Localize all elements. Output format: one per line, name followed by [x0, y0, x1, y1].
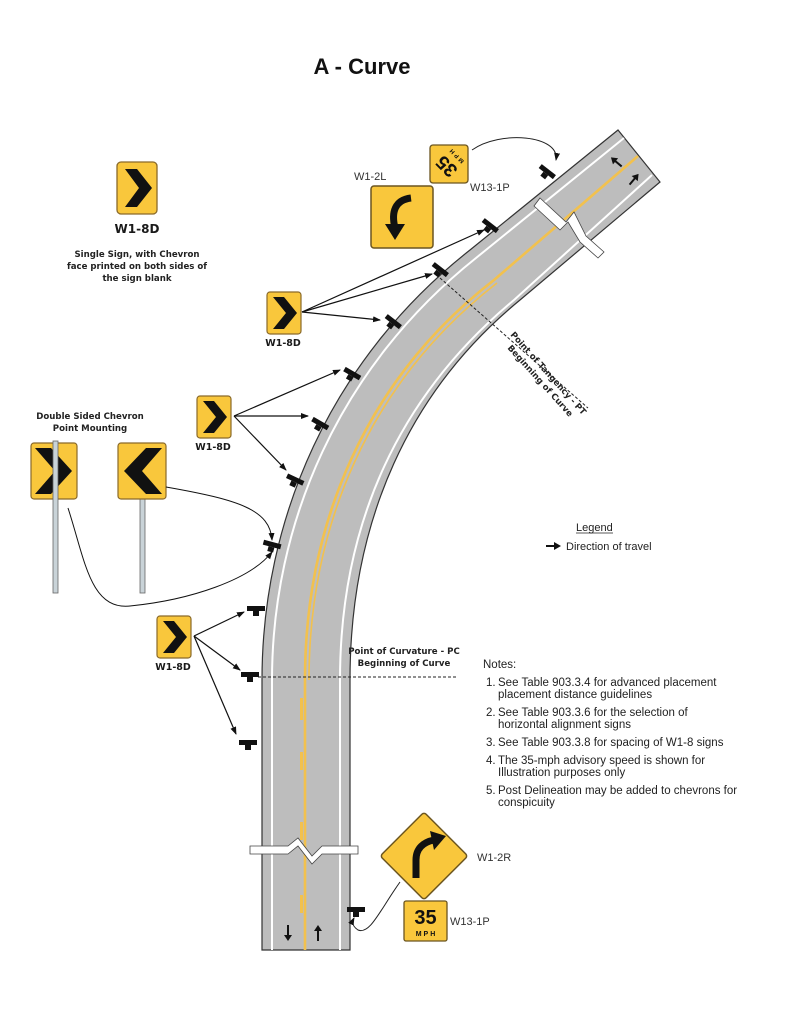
svg-text:3.: 3. [486, 737, 496, 749]
svg-text:Beginning of Curve: Beginning of Curve [505, 344, 575, 420]
w13-1p-bottom-label: W13-1P [450, 916, 490, 928]
svg-text:See Table 903.3.8 for spacing: See Table 903.3.8 for spacing of W1-8 si… [498, 737, 724, 749]
chevron-group2-code: W1-8D [195, 442, 231, 453]
road-break-top [533, 197, 605, 259]
svg-text:5.: 5. [486, 785, 496, 797]
chevron-desc-line2: face printed on both sides of [67, 262, 207, 272]
svg-text:See Table 903.3.6 for the sele: See Table 903.3.6 for the selection of [498, 707, 688, 719]
road-surface [261, 129, 661, 951]
arrow-down-icon [284, 925, 292, 941]
curve-left-arrow-icon [385, 194, 412, 240]
chevron-post [247, 606, 265, 616]
pt-dashed-line [439, 277, 589, 409]
centerline-inner [308, 282, 498, 681]
double-sided-sign-b [117, 442, 167, 594]
lane-line-right [339, 174, 653, 950]
arrow-upleft-icon [610, 157, 623, 168]
arrow-up-icon [314, 925, 322, 941]
chevron-desc-line3: the sign blank [102, 274, 171, 284]
w1-2r-sign [380, 812, 468, 900]
svg-text:Post Delineation may be added: Post Delineation may be added to chevron… [498, 785, 737, 797]
w1-2l-label: W1-2L [354, 171, 386, 183]
svg-text:MPH: MPH [416, 931, 438, 938]
notes-title: Notes: [483, 659, 516, 671]
sign-post-top [535, 164, 556, 184]
callout-bottom [348, 881, 401, 932]
svg-text:See Table 903.3.4 for advanced: See Table 903.3.4 for advanced placement [498, 677, 717, 689]
arrow-right-icon [546, 542, 561, 550]
svg-text:conspicuity: conspicuity [498, 797, 555, 809]
lane-line-left [271, 137, 625, 950]
page-title: A - Curve [314, 54, 411, 79]
notes: Notes: 1. See Table 903.3.4 for advanced… [483, 659, 737, 809]
chevron-right-icon [125, 169, 152, 207]
svg-text:Illustration purposes only: Illustration purposes only [498, 767, 625, 779]
w13-1p-plaque-bottom: 35 MPH [403, 900, 448, 942]
chevron-sign-group2 [196, 395, 232, 439]
pc-label-line1: Point of Curvature - PC [348, 647, 460, 657]
w13-1p-top-label: W13-1P [470, 182, 510, 194]
chevron-detail-code: W1-8D [115, 222, 160, 236]
chevron-group1-code: W1-8D [265, 338, 301, 349]
svg-text:2.: 2. [486, 707, 496, 719]
chevron-sign-group1 [266, 291, 302, 335]
svg-text:35: 35 [414, 907, 436, 929]
chevron-sign-group3 [156, 615, 192, 659]
chevron-group3-code: W1-8D [155, 662, 191, 673]
chevron-post [239, 740, 257, 750]
road-break-bottom [249, 837, 359, 865]
chevron-desc-line1: Single Sign, with Chevron [74, 250, 199, 260]
double-sided-title-line2: Point Mounting [53, 424, 127, 434]
svg-text:placement distance guidelines: placement distance guidelines [498, 689, 652, 701]
pt-label: Point of Tangency - PT Beginning of Curv… [505, 330, 588, 420]
svg-text:4.: 4. [486, 755, 496, 767]
w13-1p-plaque-top: 35 MPH [429, 144, 469, 184]
svg-text:The 35-mph advisory speed is s: The 35-mph advisory speed is shown for [498, 755, 705, 767]
w1-2l-sign [370, 185, 434, 249]
pc-label-line2: Beginning of Curve [358, 659, 451, 669]
roadway [249, 129, 661, 951]
legend-item-direction: Direction of travel [566, 541, 652, 553]
centerline [303, 155, 639, 950]
svg-text:Point of Tangency - PT: Point of Tangency - PT [508, 330, 588, 417]
callout-top [471, 137, 561, 161]
legend-title: Legend [576, 522, 613, 534]
arrow-downright-icon [628, 173, 639, 186]
w1-2r-label: W1-2R [477, 852, 511, 864]
curve-right-arrow-icon [412, 831, 446, 878]
svg-text:horizontal alignment signs: horizontal alignment signs [498, 719, 631, 731]
svg-text:1.: 1. [486, 677, 496, 689]
chevron-detail-sign [116, 161, 158, 215]
chevron-post [241, 672, 259, 682]
double-sided-title-line1: Double Sided Chevron [36, 412, 143, 422]
double-sided-sign-a [30, 440, 78, 594]
